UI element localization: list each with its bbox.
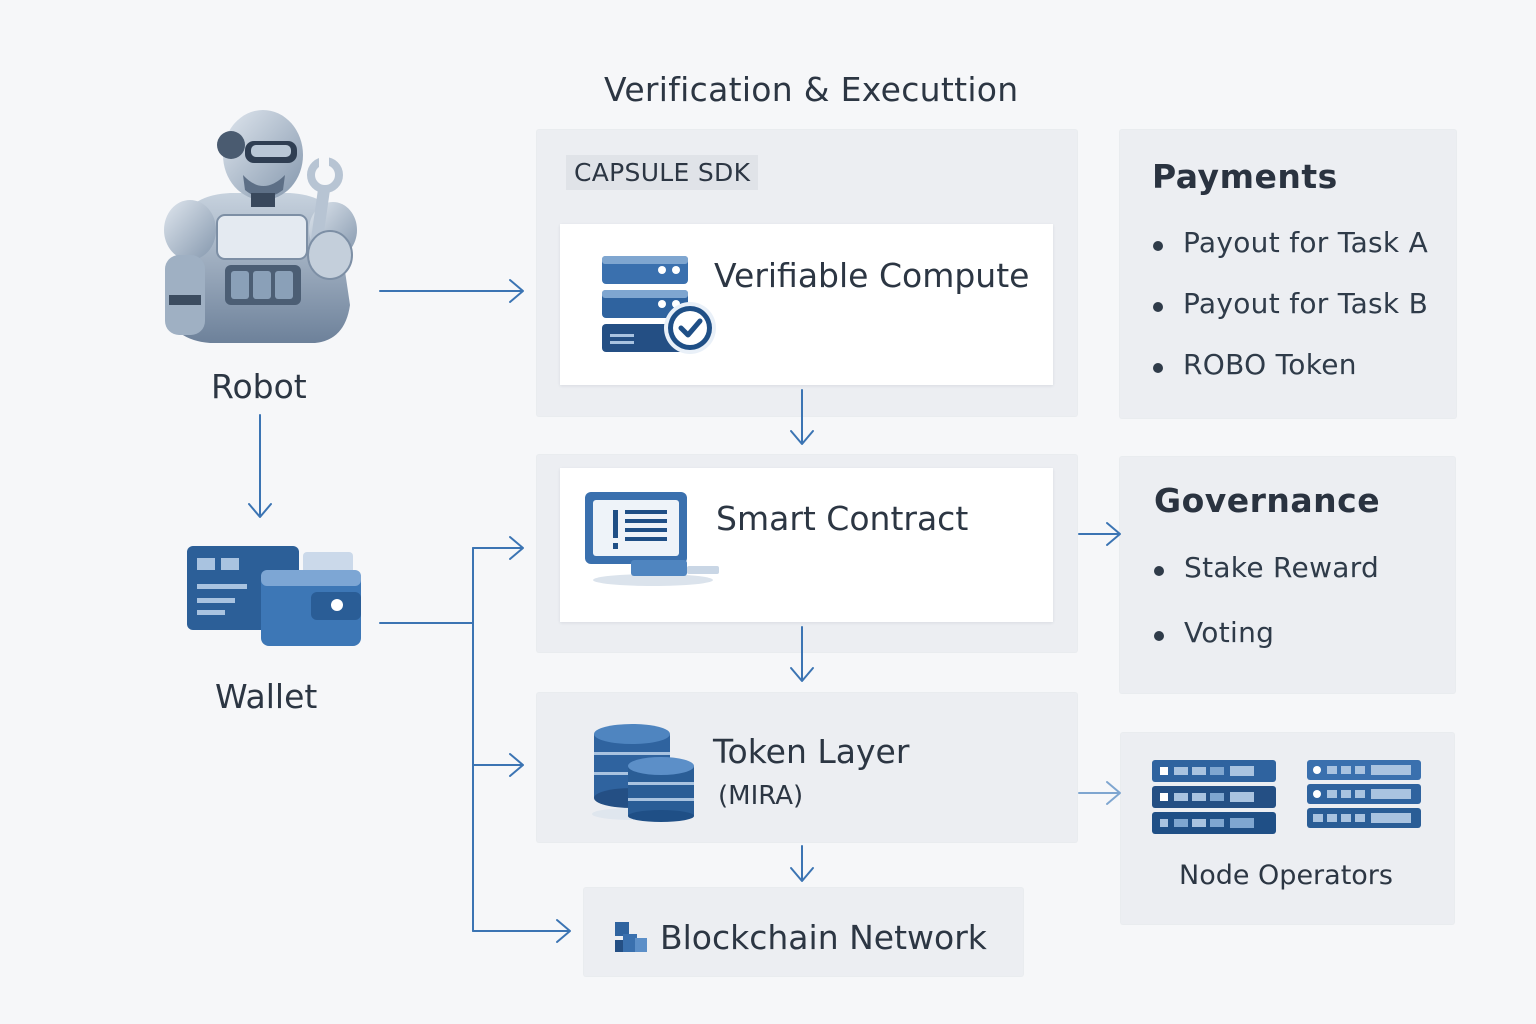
wallet-icon <box>185 540 365 650</box>
payments-item: ROBO Token <box>1153 348 1428 381</box>
smart-contract-label: Smart Contract <box>716 499 969 538</box>
governance-list: Stake Reward Voting <box>1154 551 1379 649</box>
database-coins-icon <box>590 722 700 822</box>
robot-icon <box>155 105 365 345</box>
server-check-icon <box>598 252 722 360</box>
diagram-title: Verification & Executtion <box>604 70 1019 109</box>
verifiable-compute-label: Verifiable Compute <box>714 256 1030 295</box>
blockchain-network-panel[interactable] <box>584 888 1023 976</box>
governance-item: Stake Reward <box>1154 551 1379 584</box>
governance-panel <box>1120 457 1455 693</box>
node-operators-label: Node Operators <box>1179 860 1393 891</box>
payments-list: Payout for Task A Payout for Task B ROBO… <box>1153 226 1428 381</box>
payments-panel <box>1120 130 1456 418</box>
payments-title: Payments <box>1152 157 1338 196</box>
robot-label: Robot <box>211 367 307 406</box>
governance-title: Governance <box>1154 481 1381 520</box>
server-rack-icon <box>1152 760 1424 840</box>
capsule-sdk-badge: CAPSULE SDK <box>566 155 759 190</box>
token-layer-sublabel: (MIRA) <box>718 781 804 811</box>
token-layer-label: Token Layer <box>713 732 910 771</box>
wallet-label: Wallet <box>215 677 318 716</box>
monitor-list-icon <box>583 490 723 590</box>
governance-item: Voting <box>1154 616 1379 649</box>
payments-item: Payout for Task B <box>1153 287 1428 320</box>
payments-item: Payout for Task A <box>1153 226 1428 259</box>
blockchain-network-label: Blockchain Network <box>660 918 987 957</box>
blocks-icon <box>613 920 649 954</box>
